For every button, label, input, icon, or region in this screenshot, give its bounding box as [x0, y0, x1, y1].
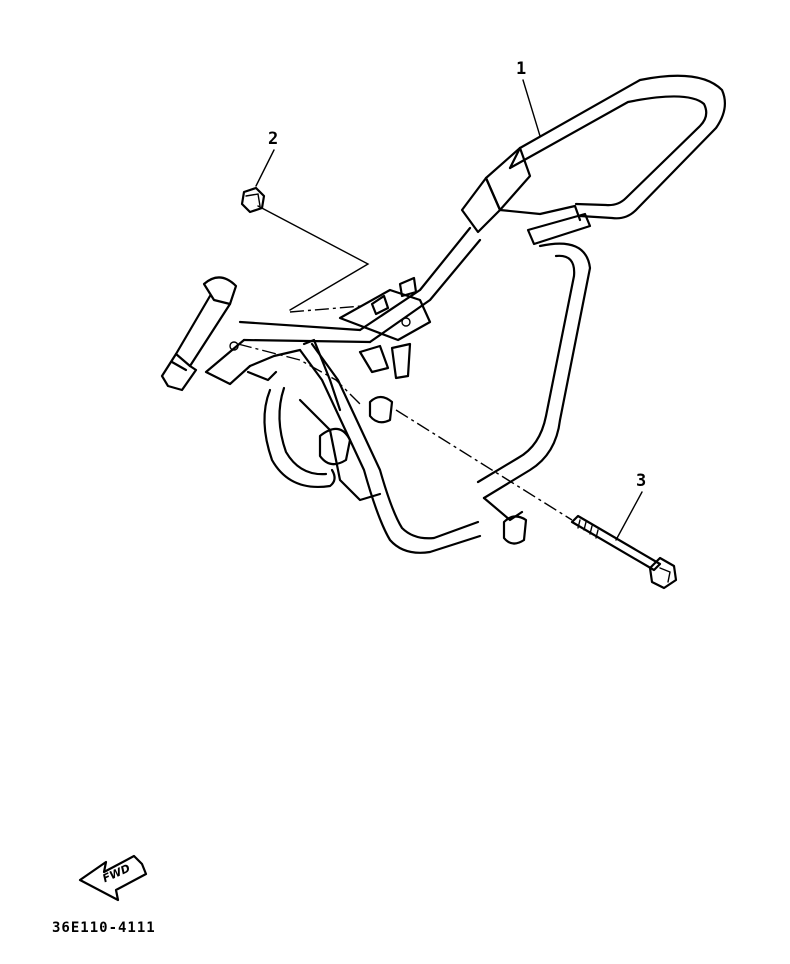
callout-nut-label: 2	[268, 129, 278, 149]
assembly-lines	[237, 205, 573, 521]
part-code: 36E110-4111	[52, 920, 156, 936]
bolt-part	[570, 514, 678, 590]
nut-part	[240, 186, 266, 214]
fwd-direction-badge: FWD	[78, 854, 148, 902]
leader-lines	[255, 79, 643, 541]
callout-frame-label: 1	[516, 59, 526, 79]
frame-body	[160, 74, 727, 554]
callout-bolt-label: 3	[636, 471, 646, 491]
